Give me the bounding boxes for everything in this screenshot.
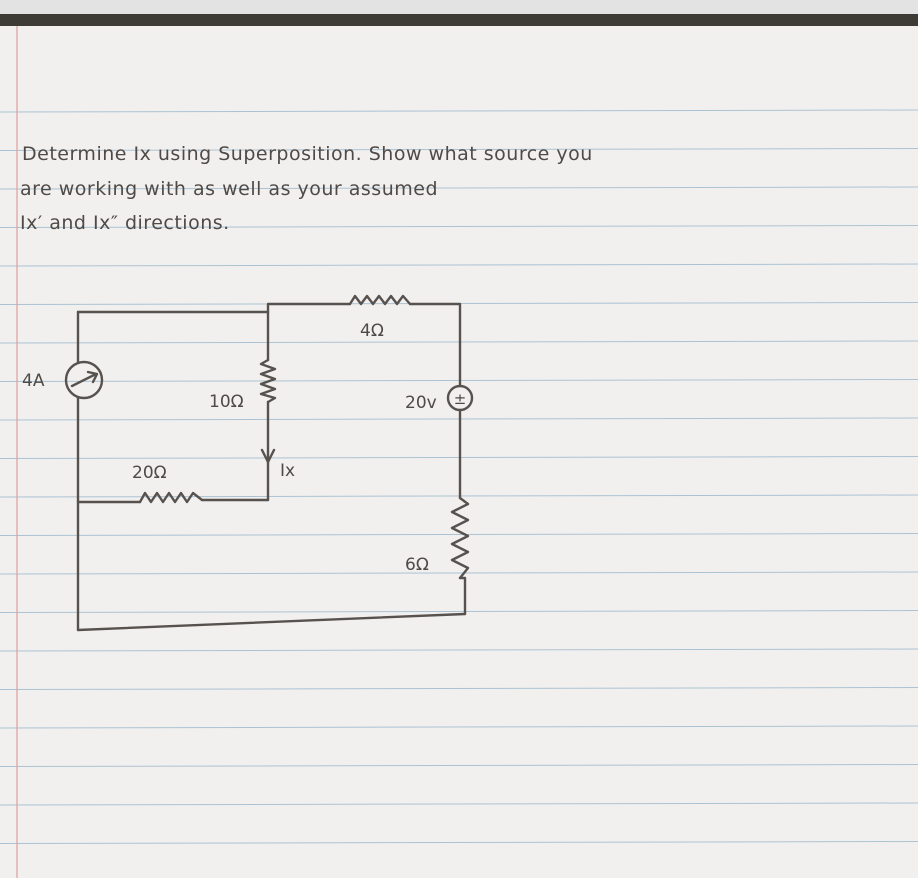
wire-top-right xyxy=(408,302,462,388)
ix-label: Ix xyxy=(280,461,295,481)
ruled-line xyxy=(0,687,918,690)
ruled-line xyxy=(0,225,918,228)
resistor-20-ohm xyxy=(138,491,204,504)
ruled-line xyxy=(0,648,918,652)
resistor-4-ohm xyxy=(348,294,412,306)
resistor-6-ohm xyxy=(450,496,470,580)
resistor-10-label: 10Ω xyxy=(209,392,244,412)
ruled-line xyxy=(0,148,918,151)
ruled-line xyxy=(0,263,918,267)
question-line-1: Determine Ix using Superposition. Show w… xyxy=(22,143,593,165)
resistor-10-ohm xyxy=(259,358,277,404)
ruled-line xyxy=(0,571,918,575)
current-arrow-head-icon xyxy=(86,370,99,384)
question-line-3: Ix′ and Ix″ directions. xyxy=(20,212,230,234)
resistor-4-label: 4Ω xyxy=(360,321,384,341)
ruled-line xyxy=(0,841,918,844)
wire-right-lower xyxy=(458,576,467,616)
current-source xyxy=(64,360,104,400)
current-source-circle xyxy=(64,360,104,400)
resistor-6-label: 6Ω xyxy=(405,555,429,575)
circuit-wires xyxy=(76,302,467,632)
voltage-source: ± xyxy=(446,384,474,412)
current-arrow-shaft xyxy=(70,372,98,388)
question-line-2: are working with as well as your assumed xyxy=(20,178,438,200)
ruled-line xyxy=(0,109,918,113)
ruled-line xyxy=(0,186,918,190)
ruled-line xyxy=(0,533,918,536)
voltage-source-label: 20v xyxy=(405,393,437,413)
ix-arrow-icon xyxy=(260,448,276,464)
wire-top-mid xyxy=(266,302,352,314)
photo-top-edge xyxy=(0,0,918,14)
ruled-line xyxy=(0,764,918,767)
wire-bottom xyxy=(76,612,467,632)
voltage-source-circle xyxy=(446,384,474,412)
ruled-line xyxy=(0,725,918,729)
ruled-line xyxy=(0,802,918,806)
ruled-line xyxy=(0,610,918,613)
voltage-polarity-mark: ± xyxy=(454,390,467,408)
current-source-label: 4A xyxy=(22,371,45,391)
desk-band xyxy=(0,14,918,28)
resistor-20-label: 20Ω xyxy=(132,463,167,483)
